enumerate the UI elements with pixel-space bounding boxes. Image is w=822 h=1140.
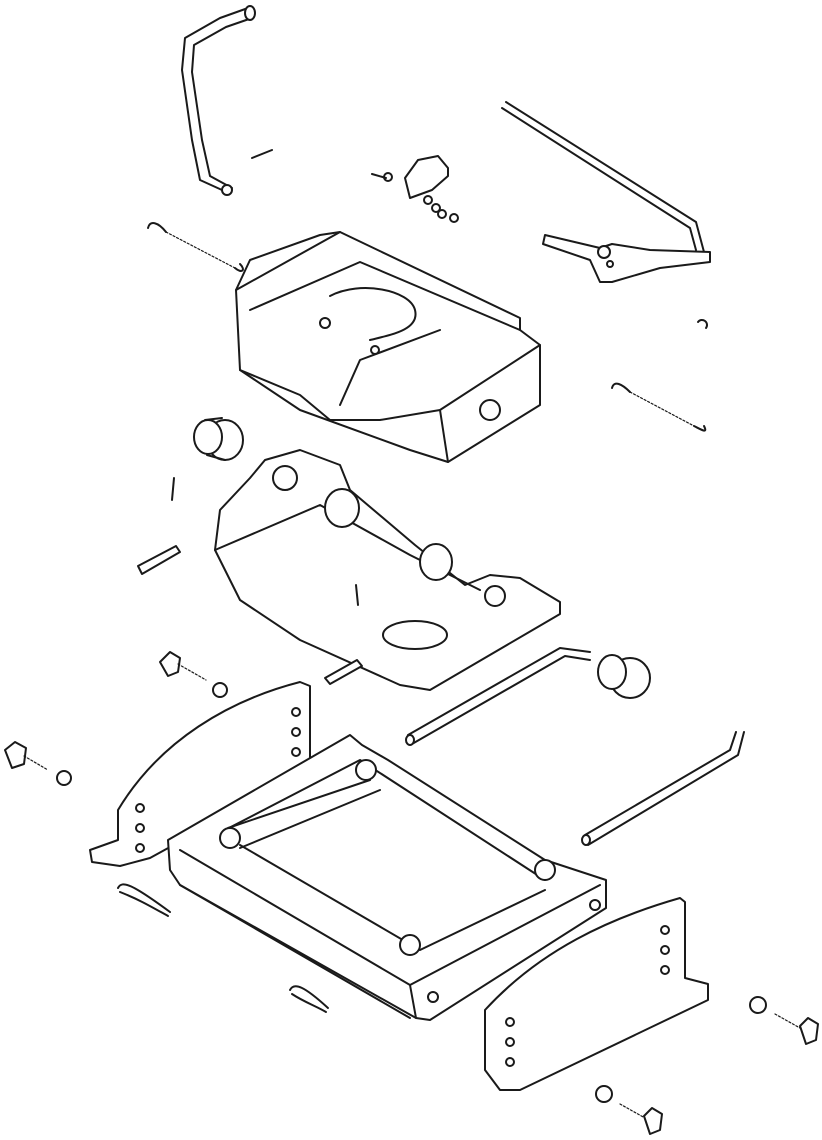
hairpin-clip-icon: [117, 883, 171, 917]
bushing-right-icon: [597, 654, 651, 699]
spring-right-icon: [611, 382, 707, 432]
clip-ring-icon: [697, 319, 708, 329]
small-pin-icon: [251, 149, 273, 159]
cotter-pin-icon: [171, 477, 175, 501]
rod-upper-icon: [405, 647, 591, 746]
rod-lower-icon: [581, 731, 745, 846]
spring-left-icon: [147, 222, 244, 272]
bolt-icon: [4, 651, 819, 1135]
hitch-head-icon: [235, 231, 541, 463]
release-linkage-icon: [501, 101, 711, 283]
clevis-pin-icon: [137, 545, 181, 575]
bushing-left-icon: [193, 417, 244, 461]
release-handle-icon: [181, 5, 256, 196]
base-frame-icon: [167, 734, 607, 1021]
side-plate-right-icon: [484, 897, 709, 1091]
pivot-pin-icon: [324, 659, 363, 685]
latch-bracket-icon: [371, 155, 459, 223]
hairpin-clip-icon: [289, 985, 329, 1013]
saddle-plate-icon: [214, 449, 561, 691]
